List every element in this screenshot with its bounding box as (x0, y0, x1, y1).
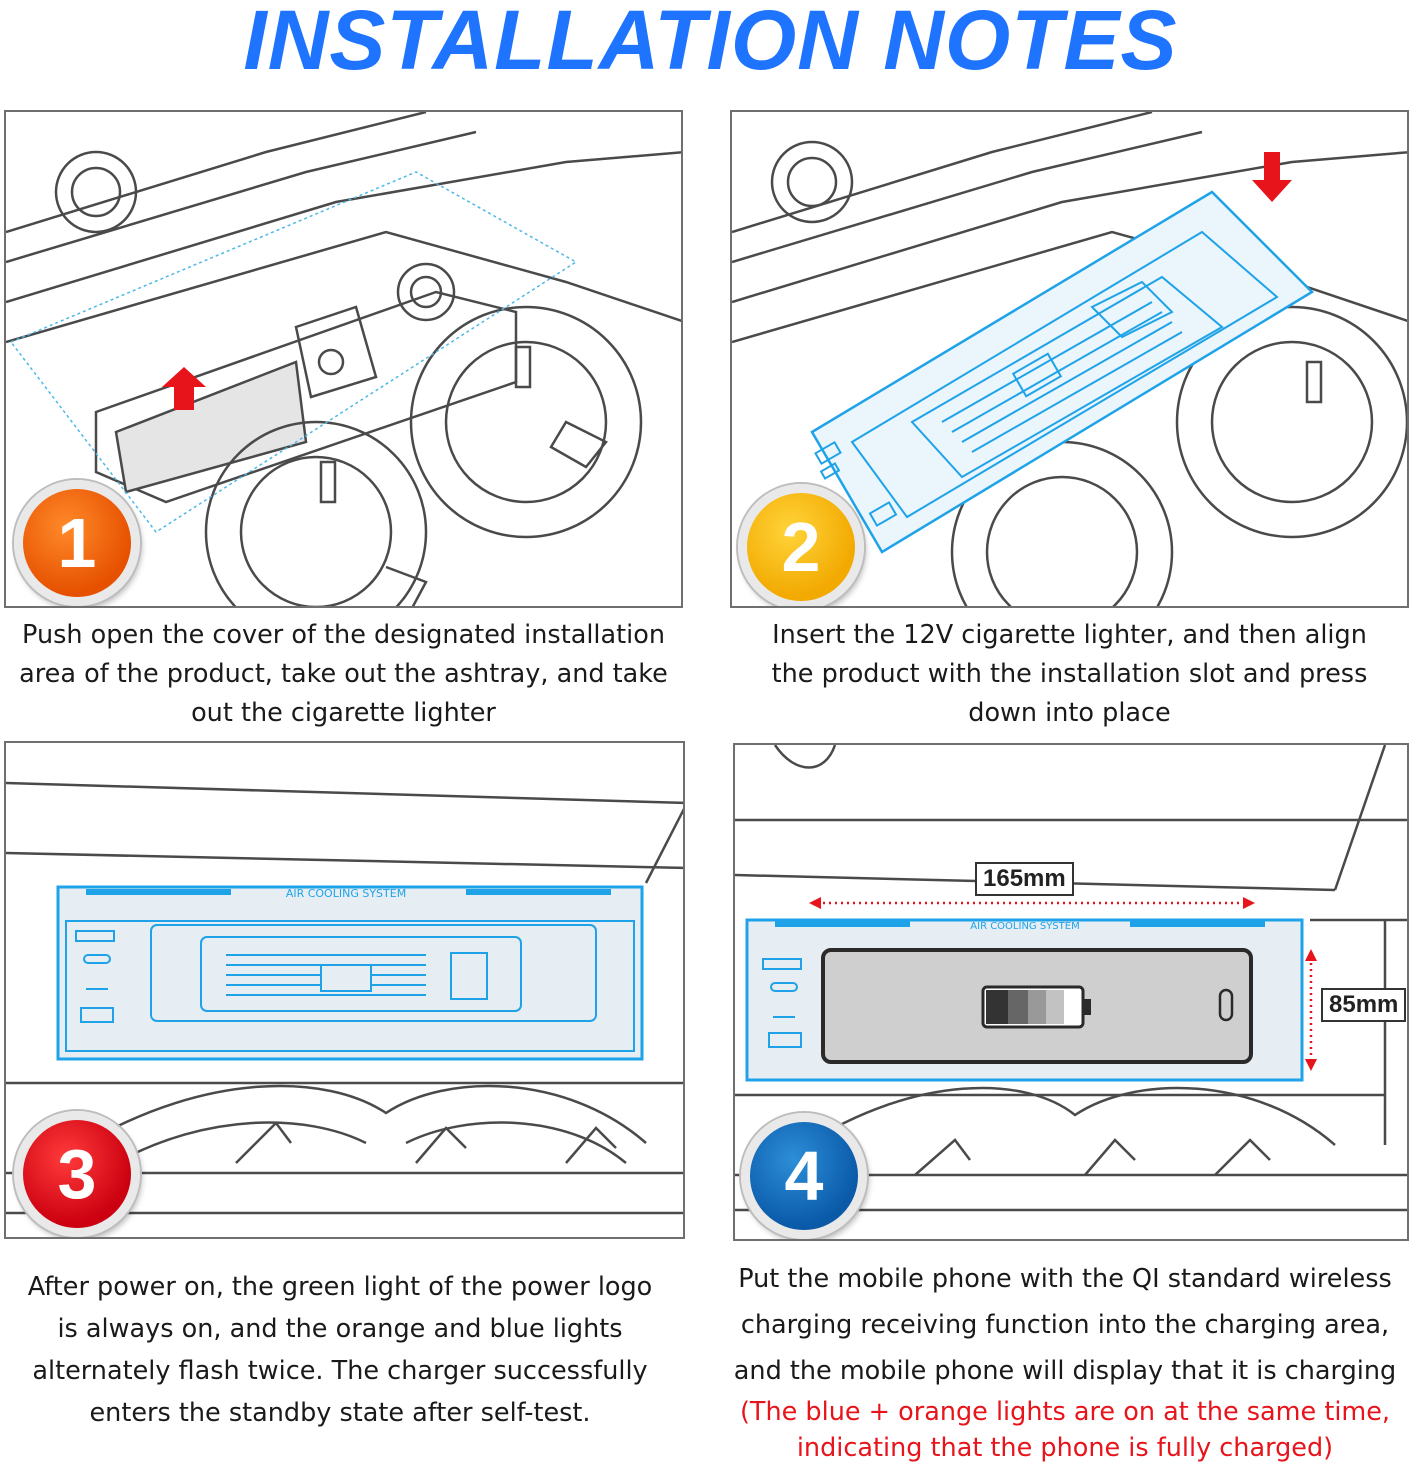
step-3-illustration: AIR COOLING SYSTEM 3 (4, 741, 685, 1239)
step-4-line-3: and the mobile phone will display that i… (733, 1356, 1397, 1386)
step-3-line-3: alternately flash twice. The charger suc… (32, 1356, 648, 1386)
charger-insert-drawing (732, 112, 1407, 606)
console-open-drawing (6, 112, 681, 606)
step-1-caption: Push open the cover of the designated in… (4, 616, 683, 733)
phone-charging-drawing: AIR COOLING SYSTEM (735, 745, 1407, 1212)
height-dimension-label: 85mm (1321, 988, 1407, 1022)
width-dimension-label: 165mm (975, 862, 1074, 896)
page-title: INSTALLATION NOTES (243, 0, 1178, 87)
step-3-caption: After power on, the green light of the p… (0, 1266, 680, 1434)
step-4-note-line-2: indicating that the phone is fully charg… (796, 1433, 1334, 1463)
step-3-badge: 3 (14, 1111, 140, 1237)
step-3-line-4: enters the standby state after self-test… (89, 1398, 591, 1428)
step-3-line-1: After power on, the green light of the p… (27, 1272, 653, 1302)
step-1-badge: 1 (14, 480, 140, 606)
step-1-line-3: out the cigarette lighter (191, 698, 496, 728)
step-1-line-2: area of the product, take out the ashtra… (19, 659, 668, 689)
step-2-line-2: the product with the installation slot a… (771, 659, 1368, 689)
step-4-line-1: Put the mobile phone with the QI standar… (738, 1264, 1392, 1294)
step-2-illustration: 2 (730, 110, 1409, 608)
step-4-air-cooling-label: AIR COOLING SYSTEM (970, 921, 1079, 932)
battery-charging-icon (981, 985, 1091, 1029)
step-2-line-1: Insert the 12V cigarette lighter, and th… (772, 620, 1367, 650)
step-4-badge: 4 (741, 1113, 867, 1239)
step-2-badge: 2 (738, 484, 864, 606)
step-4-caption: Put the mobile phone with the QI standar… (712, 1256, 1418, 1466)
arrow-down-icon (1252, 152, 1292, 202)
step-2-caption: Insert the 12V cigarette lighter, and th… (730, 616, 1409, 733)
step-3-line-2: is always on, and the orange and blue li… (57, 1314, 623, 1344)
arrow-up-icon (162, 367, 206, 410)
step-4-line-2: charging receiving function into the cha… (740, 1310, 1390, 1340)
step-4-illustration: AIR COOLING SYSTEM 165mm 85mm 4 (733, 743, 1409, 1241)
step-2-line-3: down into place (968, 698, 1171, 728)
step-1-line-1: Push open the cover of the designated in… (22, 620, 665, 650)
step-1-illustration: 1 (4, 110, 683, 608)
step-3-air-cooling-label: AIR COOLING SYSTEM (286, 887, 406, 900)
step-4-note-line-1: (The blue + orange lights are on at the … (739, 1397, 1391, 1427)
